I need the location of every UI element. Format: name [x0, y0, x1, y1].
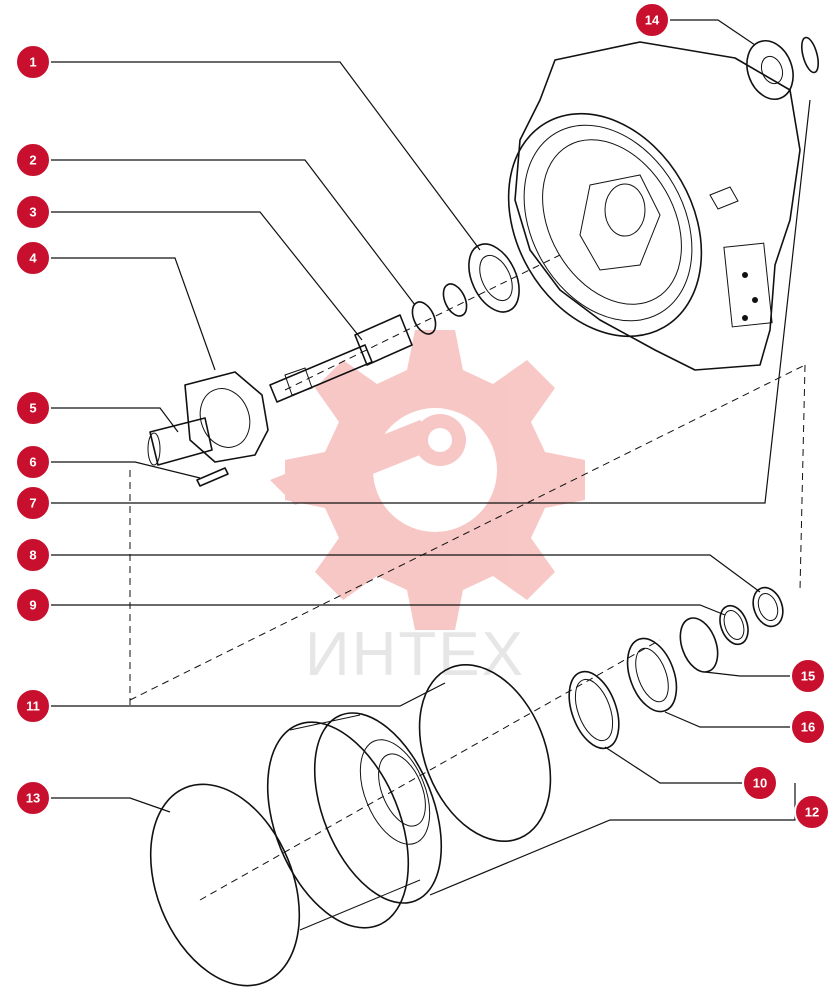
- svg-text:2: 2: [29, 153, 36, 168]
- assembly-axes: [129, 254, 806, 901]
- watermark-logo: [270, 330, 585, 630]
- part-1-bearing: [468, 243, 520, 313]
- svg-text:5: 5: [29, 401, 36, 416]
- svg-text:12: 12: [805, 805, 819, 820]
- callout-4: 4: [15, 240, 51, 276]
- callout-1: 1: [15, 44, 51, 80]
- svg-text:10: 10: [753, 776, 767, 791]
- part-12-cover: [266, 712, 443, 931]
- callout-3: 3: [15, 194, 51, 230]
- callout-8: 8: [15, 537, 51, 573]
- callout-16: 16: [790, 709, 826, 745]
- callout-12: 12: [794, 794, 830, 830]
- part-4-flange: [147, 371, 269, 466]
- callout-2: 2: [15, 142, 51, 178]
- part-11-large-ring: [418, 663, 552, 843]
- svg-text:6: 6: [29, 455, 36, 470]
- part-6-bolt: [196, 467, 229, 487]
- svg-text:3: 3: [29, 205, 36, 220]
- leader-lines: [44, 19, 811, 896]
- callout-5: 5: [15, 390, 51, 426]
- callout-14: 14: [634, 2, 670, 38]
- svg-text:16: 16: [801, 720, 815, 735]
- svg-text:13: 13: [26, 791, 40, 806]
- part-3-shaft: [269, 314, 413, 403]
- gearbox-housing: [507, 41, 801, 371]
- callout-6: 6: [15, 444, 51, 480]
- callout-13: 13: [15, 780, 51, 816]
- svg-text:4: 4: [29, 251, 37, 266]
- callout-11: 11: [15, 688, 51, 724]
- callout-9: 9: [15, 587, 51, 623]
- part-13-split-ring: [149, 783, 301, 987]
- svg-text:11: 11: [26, 699, 40, 714]
- svg-text:15: 15: [801, 669, 815, 684]
- svg-text:14: 14: [645, 13, 660, 28]
- part-14-gear: [746, 36, 820, 100]
- callout-10: 10: [742, 765, 778, 801]
- callout-15: 15: [790, 658, 826, 694]
- part-2-rings: [411, 283, 468, 335]
- callout-7: 7: [15, 485, 51, 521]
- watermark-text: ИНТЕХ: [305, 620, 525, 689]
- svg-text:7: 7: [29, 496, 36, 511]
- svg-text:9: 9: [29, 598, 36, 613]
- small-rings: [568, 586, 784, 750]
- svg-text:1: 1: [29, 55, 36, 70]
- svg-text:8: 8: [29, 548, 36, 563]
